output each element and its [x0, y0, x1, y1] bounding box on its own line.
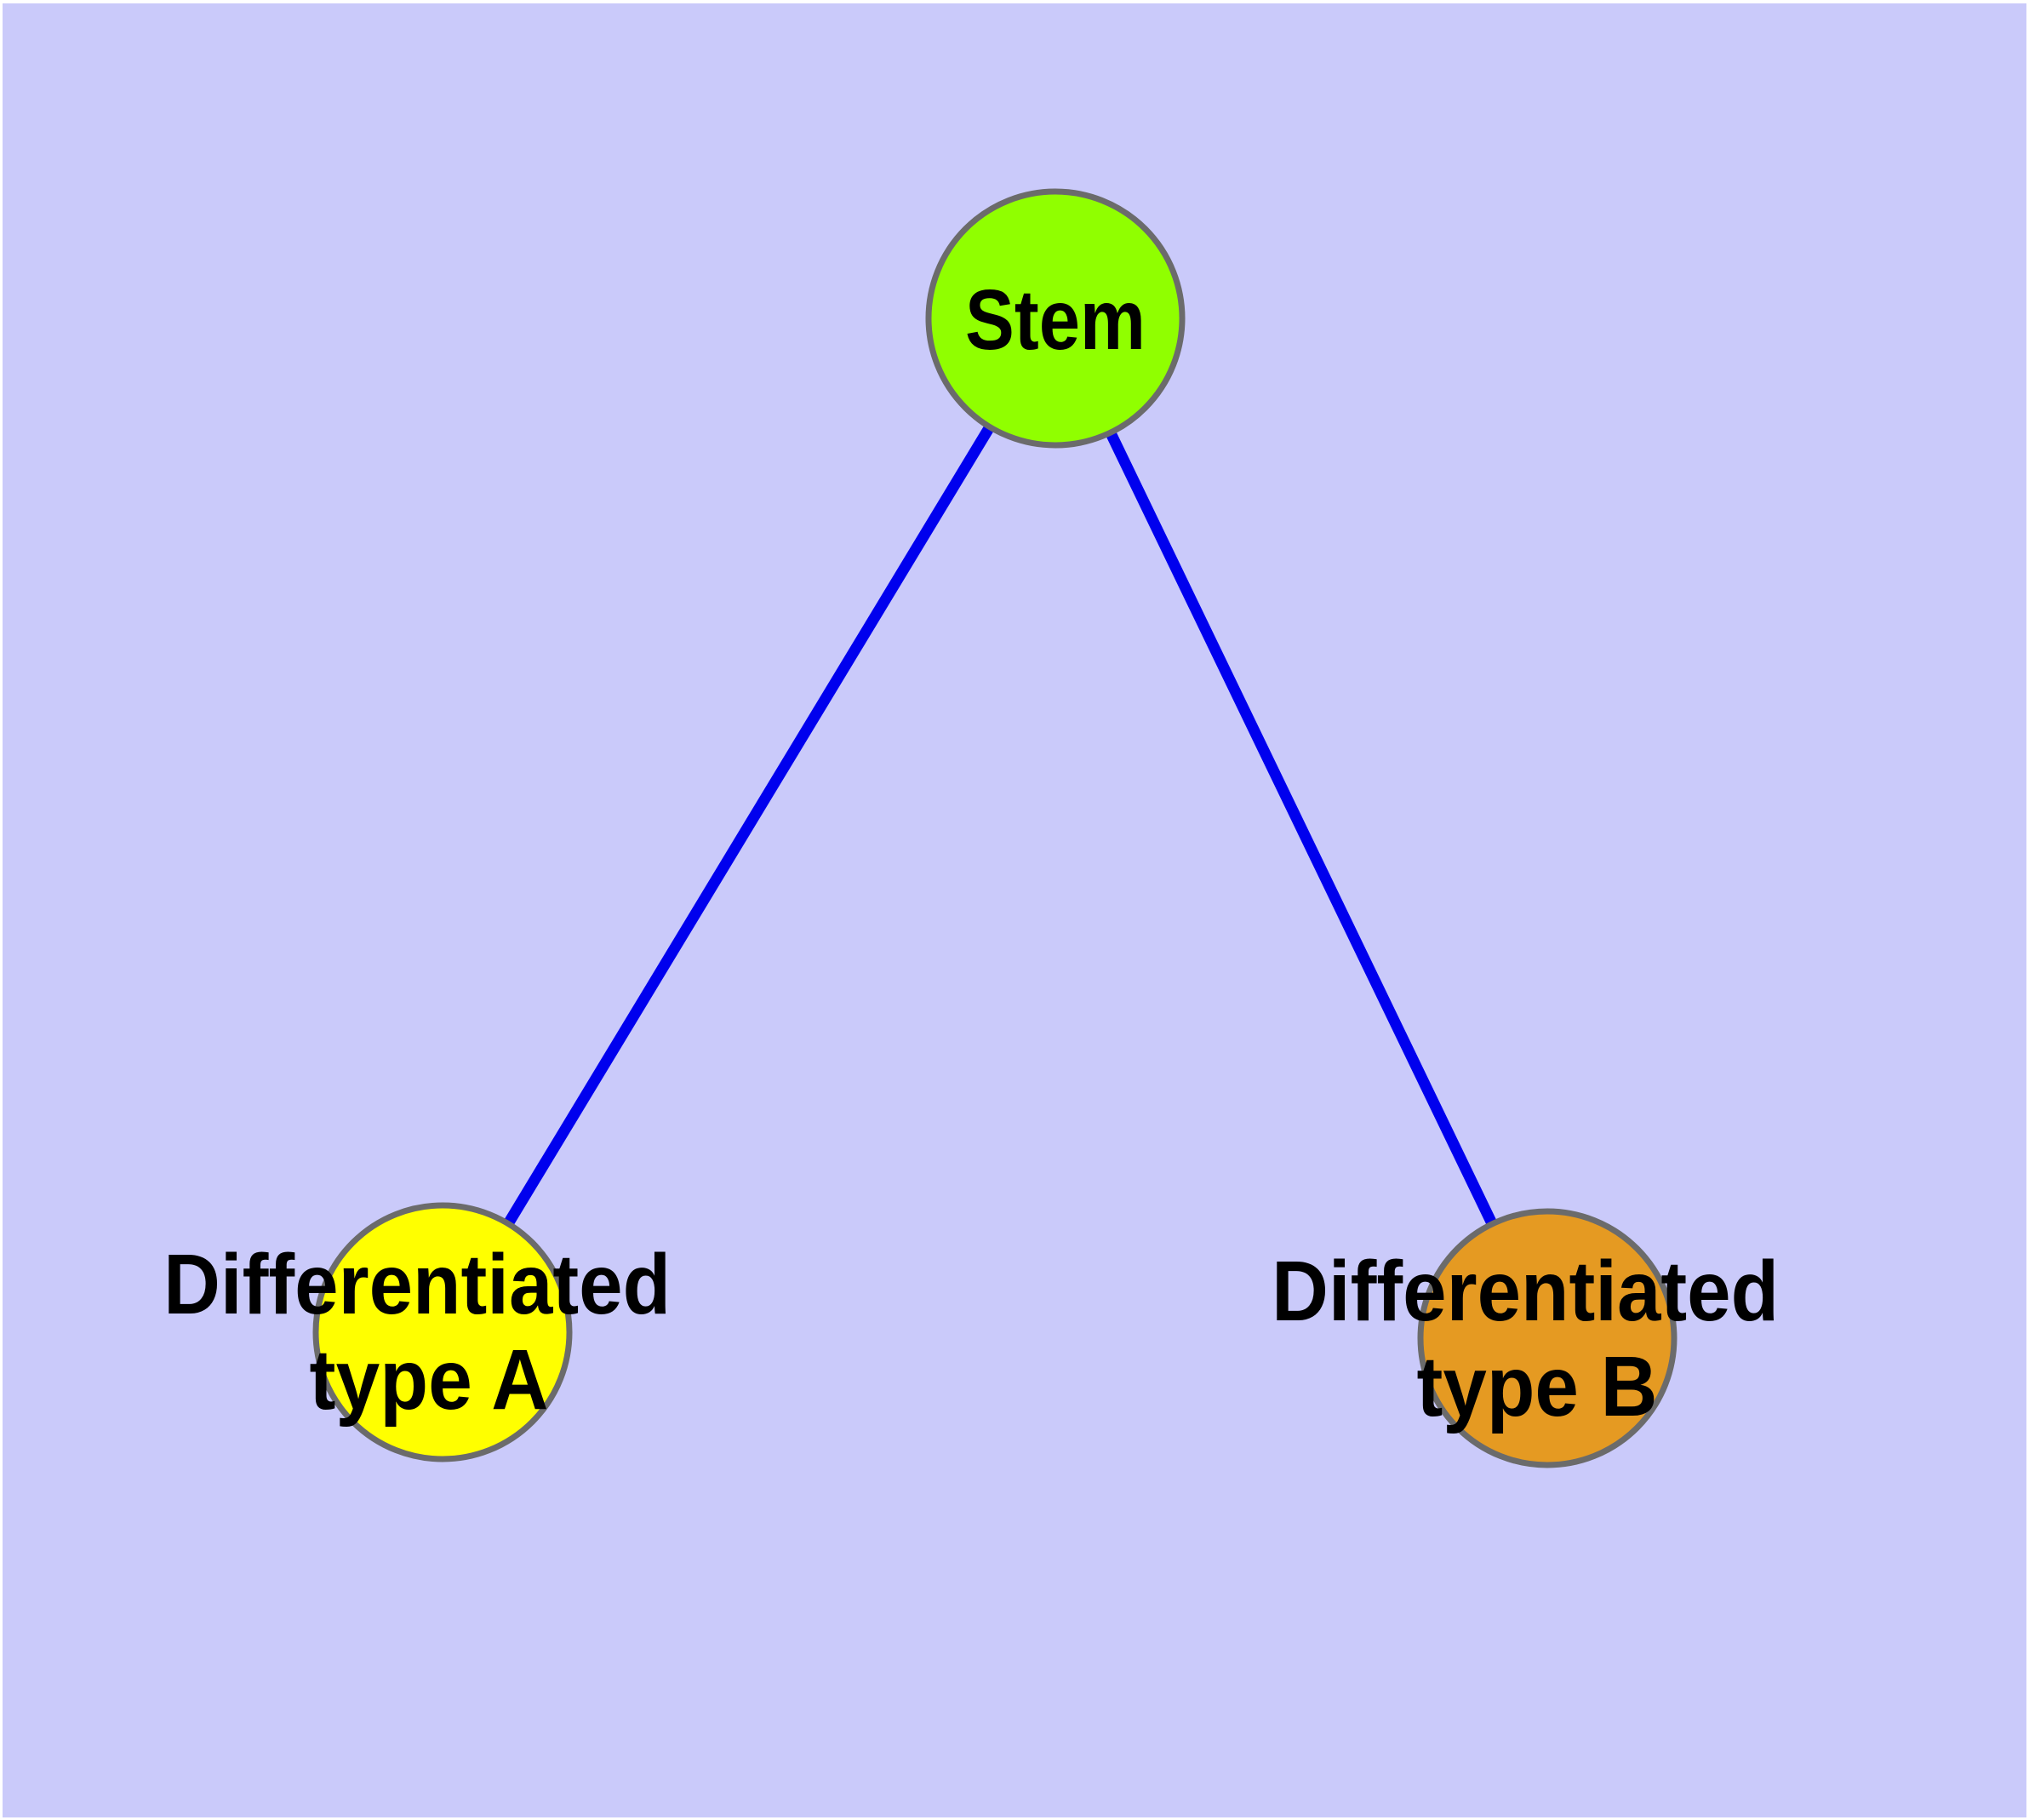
node-stem: Stem	[925, 188, 1186, 449]
edge-stem-to-type-a	[437, 315, 1060, 1336]
node-differentiated-type-a: Differentiated type A	[163, 1202, 694, 1462]
node-differentiated-type-b: Differentiated type B	[1272, 1208, 1803, 1468]
node-stem-circle	[925, 188, 1186, 449]
node-type-b-label-line-2: type B	[1417, 1339, 1658, 1434]
node-type-a-label: Differentiated type A	[163, 1237, 694, 1428]
node-type-b-label: Differentiated type B	[1272, 1244, 1803, 1434]
node-type-a-label-line-2: type A	[310, 1332, 549, 1428]
edge-stem-to-type-b	[1050, 316, 1552, 1341]
node-type-a-label-line-1: Differentiated	[163, 1237, 671, 1332]
node-type-b-circle	[1417, 1208, 1677, 1468]
edge-group	[437, 315, 1552, 1341]
node-stem-label: Stem	[965, 272, 1146, 368]
node-type-b-label-line-1: Differentiated	[1272, 1244, 1779, 1339]
node-type-a-circle	[312, 1202, 573, 1462]
